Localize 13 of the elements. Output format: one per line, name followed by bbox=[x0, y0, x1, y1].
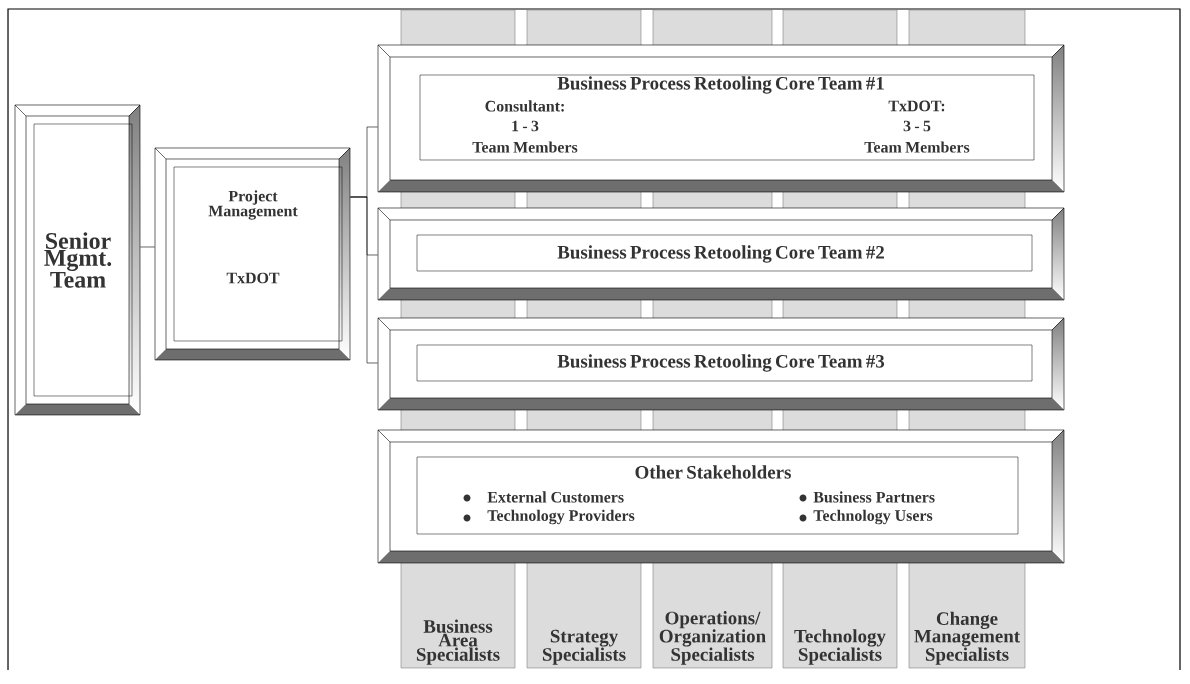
team-box: Business Process Retooling Core Team #1 Consultant: 1 - 3 Team Members TxDOT: 3 - 5 Team Members bbox=[377, 44, 1065, 193]
specialist-column: Strategy Specialists bbox=[526, 559, 642, 669]
specialist-column: Business Area Specialists bbox=[400, 559, 516, 669]
specialist-column: Change Management Specialists bbox=[908, 559, 1026, 669]
team-box: Business Process Retooling Core Team #2 bbox=[377, 207, 1065, 301]
team-box: Business Process Retooling Core Team #3 bbox=[377, 317, 1065, 411]
stakeholders-box: Other Stakeholders External Customers Technology Providers Business Partners Technology Users bbox=[377, 429, 1065, 564]
connector-line bbox=[140, 246, 155, 248]
specialist-column: Technology Specialists bbox=[782, 559, 898, 669]
specialist-column: Operations/ Organization Specialists bbox=[652, 559, 773, 669]
project-management-box: Project Management TxDOT bbox=[154, 147, 351, 361]
senior-team-box: Senior Mgmt. Team bbox=[14, 104, 141, 416]
connector-line bbox=[350, 196, 378, 364]
